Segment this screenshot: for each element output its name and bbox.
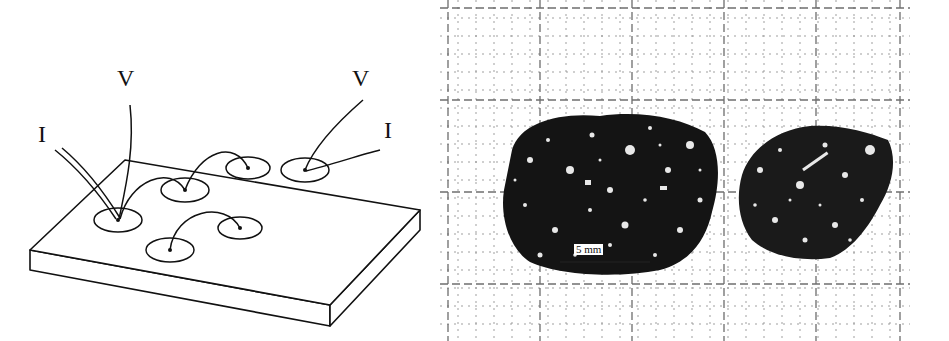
sample-plate (30, 160, 420, 326)
graph-paper (440, 0, 910, 341)
sample-fragment (503, 114, 893, 275)
current-label: I (384, 118, 392, 142)
voltage-label: V (352, 66, 369, 90)
scale-bar (560, 262, 650, 263)
scale-label: 5 mm (574, 244, 603, 255)
voltage-label: V (117, 66, 134, 90)
contact-pad (94, 157, 329, 262)
wire (55, 100, 380, 250)
current-label: I (38, 122, 46, 146)
contact-dot (116, 166, 307, 252)
